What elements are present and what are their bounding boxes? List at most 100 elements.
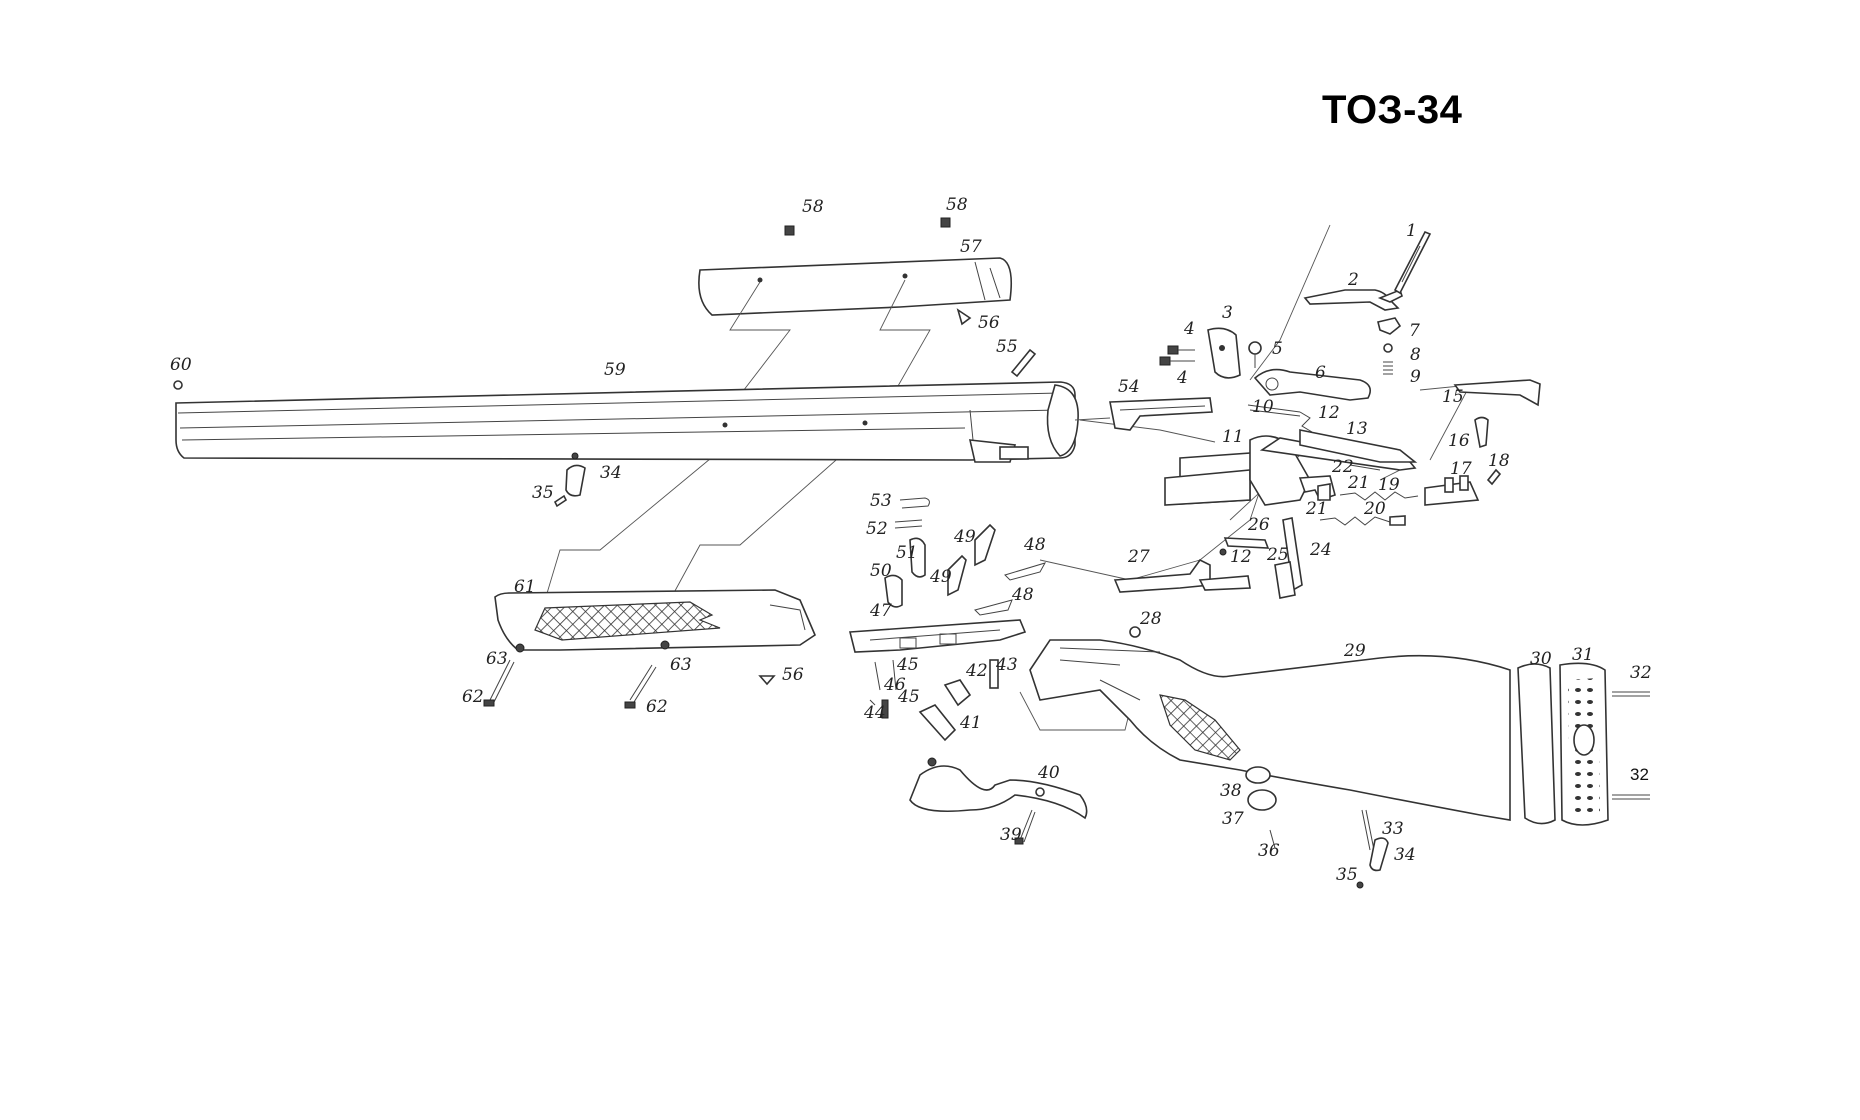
callout-41: 41 <box>959 713 982 733</box>
callout-61: 61 <box>514 577 536 597</box>
callout-38: 38 <box>1220 781 1242 801</box>
trigger-guard-40 <box>909 757 1088 820</box>
callout-48a: 48 <box>1023 535 1046 555</box>
callout-37: 37 <box>1222 809 1244 829</box>
link-part <box>1219 537 1270 556</box>
cocking-rod-part <box>1274 517 1303 599</box>
lever-part <box>1253 368 1371 401</box>
callout-35a: 35 <box>532 483 554 503</box>
coil-spring-part <box>1319 491 1419 526</box>
callout-44: 44 <box>863 703 886 723</box>
grip-cap-parts <box>1245 766 1389 889</box>
small-detent-part <box>1377 317 1402 375</box>
callout-10: 10 <box>1252 397 1274 417</box>
callout-26: 26 <box>1247 515 1270 535</box>
callout-36: 36 <box>1258 841 1280 861</box>
callout-29: 29 <box>1343 641 1366 661</box>
diagram-title: ТОЗ-34 <box>1322 88 1463 132</box>
sear-51 <box>909 537 926 578</box>
extractor-part <box>1074 397 1213 431</box>
ejector-group-part <box>1424 379 1541 506</box>
callout-33: 33 <box>1382 819 1404 839</box>
callout-55: 55 <box>996 337 1018 357</box>
callout-54: 54 <box>1118 377 1140 397</box>
callout-22: 22 <box>1331 457 1354 477</box>
callout-60: 60 <box>170 355 192 375</box>
callout-39: 39 <box>1000 825 1022 845</box>
callout-47: 47 <box>869 601 892 621</box>
bar-part <box>1113 558 1251 593</box>
callout-9: 9 <box>1410 367 1421 387</box>
callout-3: 3 <box>1222 303 1233 323</box>
callout-4b: 4 <box>1176 368 1188 388</box>
top-rib-part <box>698 257 1013 316</box>
rib-screw <box>784 217 972 326</box>
callout-5: 5 <box>1272 339 1283 359</box>
callout-7: 7 <box>1409 321 1420 341</box>
long-lever-part <box>1299 429 1418 463</box>
callout-19: 19 <box>1378 475 1400 495</box>
callout-35b: 35 <box>1336 865 1358 885</box>
pad-screws-32 <box>1612 691 1650 800</box>
trigger-plate-47 <box>848 619 1027 653</box>
pin-part <box>1010 348 1037 378</box>
callout-63a: 63 <box>486 649 508 669</box>
callout-53: 53 <box>870 491 892 511</box>
callout-42: 42 <box>965 661 988 681</box>
forend-screw <box>483 659 776 709</box>
spindle-part <box>1393 230 1432 295</box>
callout-2: 2 <box>1347 270 1359 290</box>
top-lever-part <box>1303 288 1403 311</box>
callout-57: 57 <box>960 237 982 257</box>
callout-labels: 60 59 58 58 57 56 55 54 34 35 1 2 3 4 4 … <box>170 195 1652 885</box>
callout-11: 11 <box>1222 427 1244 447</box>
barrel-part <box>175 381 1079 463</box>
callout-21b: 21 <box>1305 499 1328 519</box>
recoil-pad-31 <box>1559 662 1609 826</box>
forend-part <box>494 589 816 653</box>
callout-43: 43 <box>995 655 1018 675</box>
callout-31: 31 <box>1572 645 1594 665</box>
hammer-part <box>1298 475 1336 501</box>
buttplate-30 <box>1517 663 1556 825</box>
front-sight-part <box>173 380 183 390</box>
callout-4a: 4 <box>1183 319 1195 339</box>
callout-17: 17 <box>1450 459 1472 479</box>
callout-34a: 34 <box>600 463 622 483</box>
spring-48 <box>974 562 1047 616</box>
callout-12a: 12 <box>1318 403 1340 423</box>
callout-8: 8 <box>1410 345 1421 365</box>
callout-56b: 56 <box>782 665 804 685</box>
callout-21a: 21 <box>1347 473 1370 493</box>
callout-52: 52 <box>866 519 888 539</box>
lever-49 <box>947 523 996 597</box>
callout-24: 24 <box>1309 540 1332 560</box>
callout-51: 51 <box>896 543 918 563</box>
stock-part <box>1029 626 1511 821</box>
callout-1: 1 <box>1406 221 1417 241</box>
screw-39 <box>1014 809 1036 845</box>
callout-30: 30 <box>1530 649 1552 669</box>
callout-25: 25 <box>1266 545 1289 565</box>
callout-27: 27 <box>1127 547 1150 567</box>
pins-45-46 <box>869 659 897 719</box>
callout-16: 16 <box>1448 431 1470 451</box>
callout-63b: 63 <box>670 655 692 675</box>
callout-32a: 32 <box>1630 663 1652 683</box>
callout-59: 59 <box>604 360 626 380</box>
callout-49b: 49 <box>929 567 952 587</box>
callout-34b: 34 <box>1394 845 1416 865</box>
callout-48b: 48 <box>1011 585 1034 605</box>
callout-12b: 12 <box>1230 547 1252 567</box>
callout-56a: 56 <box>978 313 1000 333</box>
callout-45b: 45 <box>897 687 920 707</box>
spring-part <box>1247 404 1313 433</box>
plate-part <box>1207 327 1241 379</box>
callout-6: 6 <box>1315 363 1326 383</box>
callout-46: 46 <box>883 675 906 695</box>
callout-32b: 32 <box>1630 765 1649 784</box>
callout-13: 13 <box>1346 419 1368 439</box>
callout-58a: 58 <box>802 197 824 217</box>
sear-50 <box>884 574 903 608</box>
